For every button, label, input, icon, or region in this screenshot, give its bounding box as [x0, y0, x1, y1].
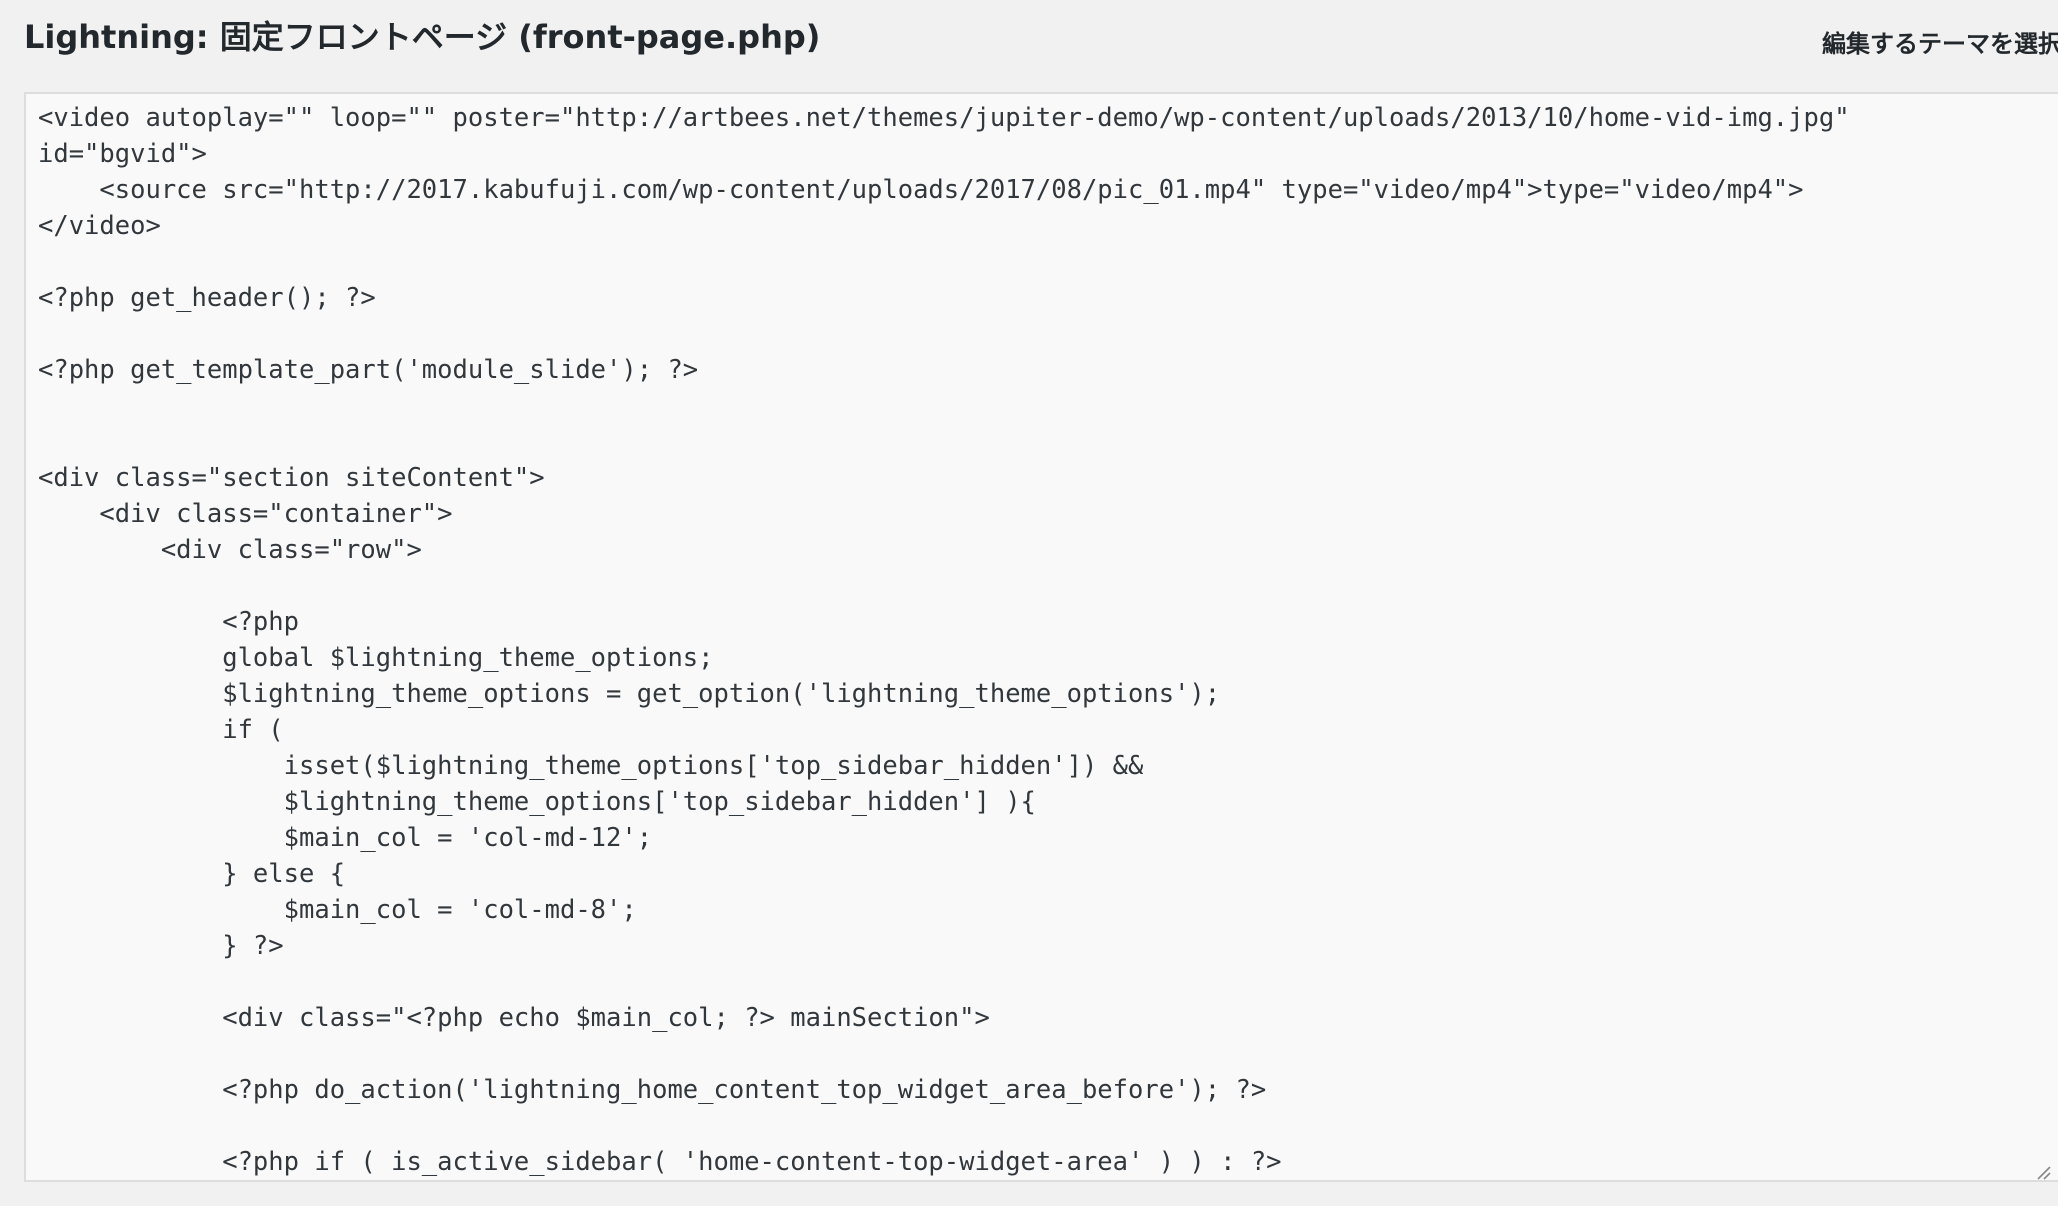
theme-select-label: 編集するテーマを選択	[1822, 30, 2058, 58]
code-editor-container: <video autoplay="" loop="" poster="http:…	[24, 92, 2058, 1182]
resize-handle-icon[interactable]	[2035, 1164, 2051, 1180]
file-title-heading: Lightning: 固定フロントページ (front-page.php)	[24, 18, 821, 56]
theme-file-code-editor[interactable]: <video autoplay="" loop="" poster="http:…	[26, 94, 2058, 1180]
